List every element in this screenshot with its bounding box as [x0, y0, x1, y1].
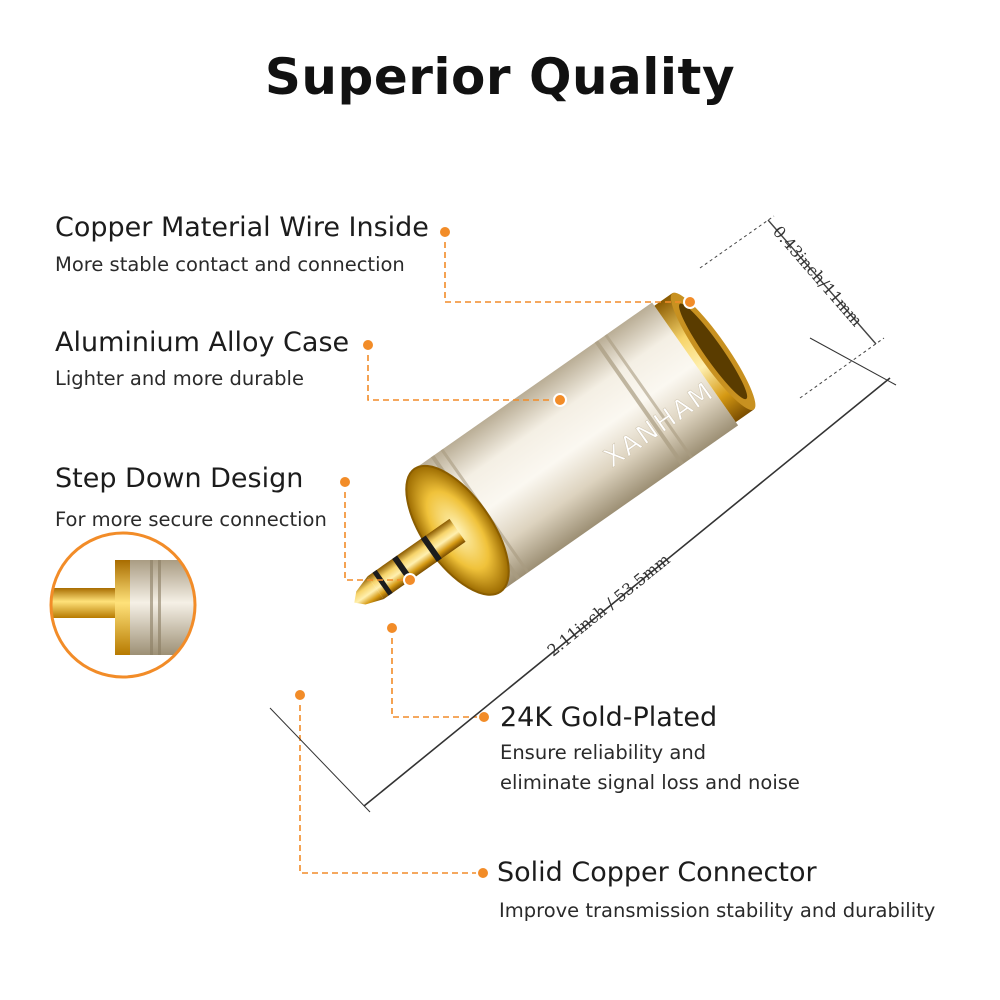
feature-step-down-desc: For more secure connection [55, 508, 327, 531]
length-dimension [269, 337, 897, 813]
feature-gold-plated-title: 24K Gold-Plated [500, 702, 718, 733]
feature-copper-wire-title: Copper Material Wire Inside [55, 212, 429, 243]
feature-alloy-case-desc: Lighter and more durable [55, 367, 304, 390]
diameter-dimension [699, 215, 885, 399]
feature-solid-copper-desc: Improve transmission stability and durab… [499, 899, 936, 922]
feature-gold-plated-desc-2: eliminate signal loss and noise [500, 771, 800, 794]
callout-lines [299, 232, 690, 874]
feature-copper-wire-desc: More stable contact and connection [55, 253, 405, 276]
step-down-zoom-detail [49, 531, 197, 679]
feature-step-down-title: Step Down Design [55, 463, 304, 494]
length-label: 2.11inch / 53.5mm [544, 550, 674, 660]
adapter-body [354, 292, 756, 605]
feature-solid-copper-title: Solid Copper Connector [497, 857, 817, 888]
feature-gold-plated-desc-1: Ensure reliability and [500, 741, 707, 764]
page-title: Superior Quality [264, 48, 736, 106]
feature-alloy-case-title: Aluminium Alloy Case [55, 327, 350, 358]
callout-dots [293, 225, 697, 880]
diameter-label: 0.43inch/11mm [769, 222, 866, 330]
